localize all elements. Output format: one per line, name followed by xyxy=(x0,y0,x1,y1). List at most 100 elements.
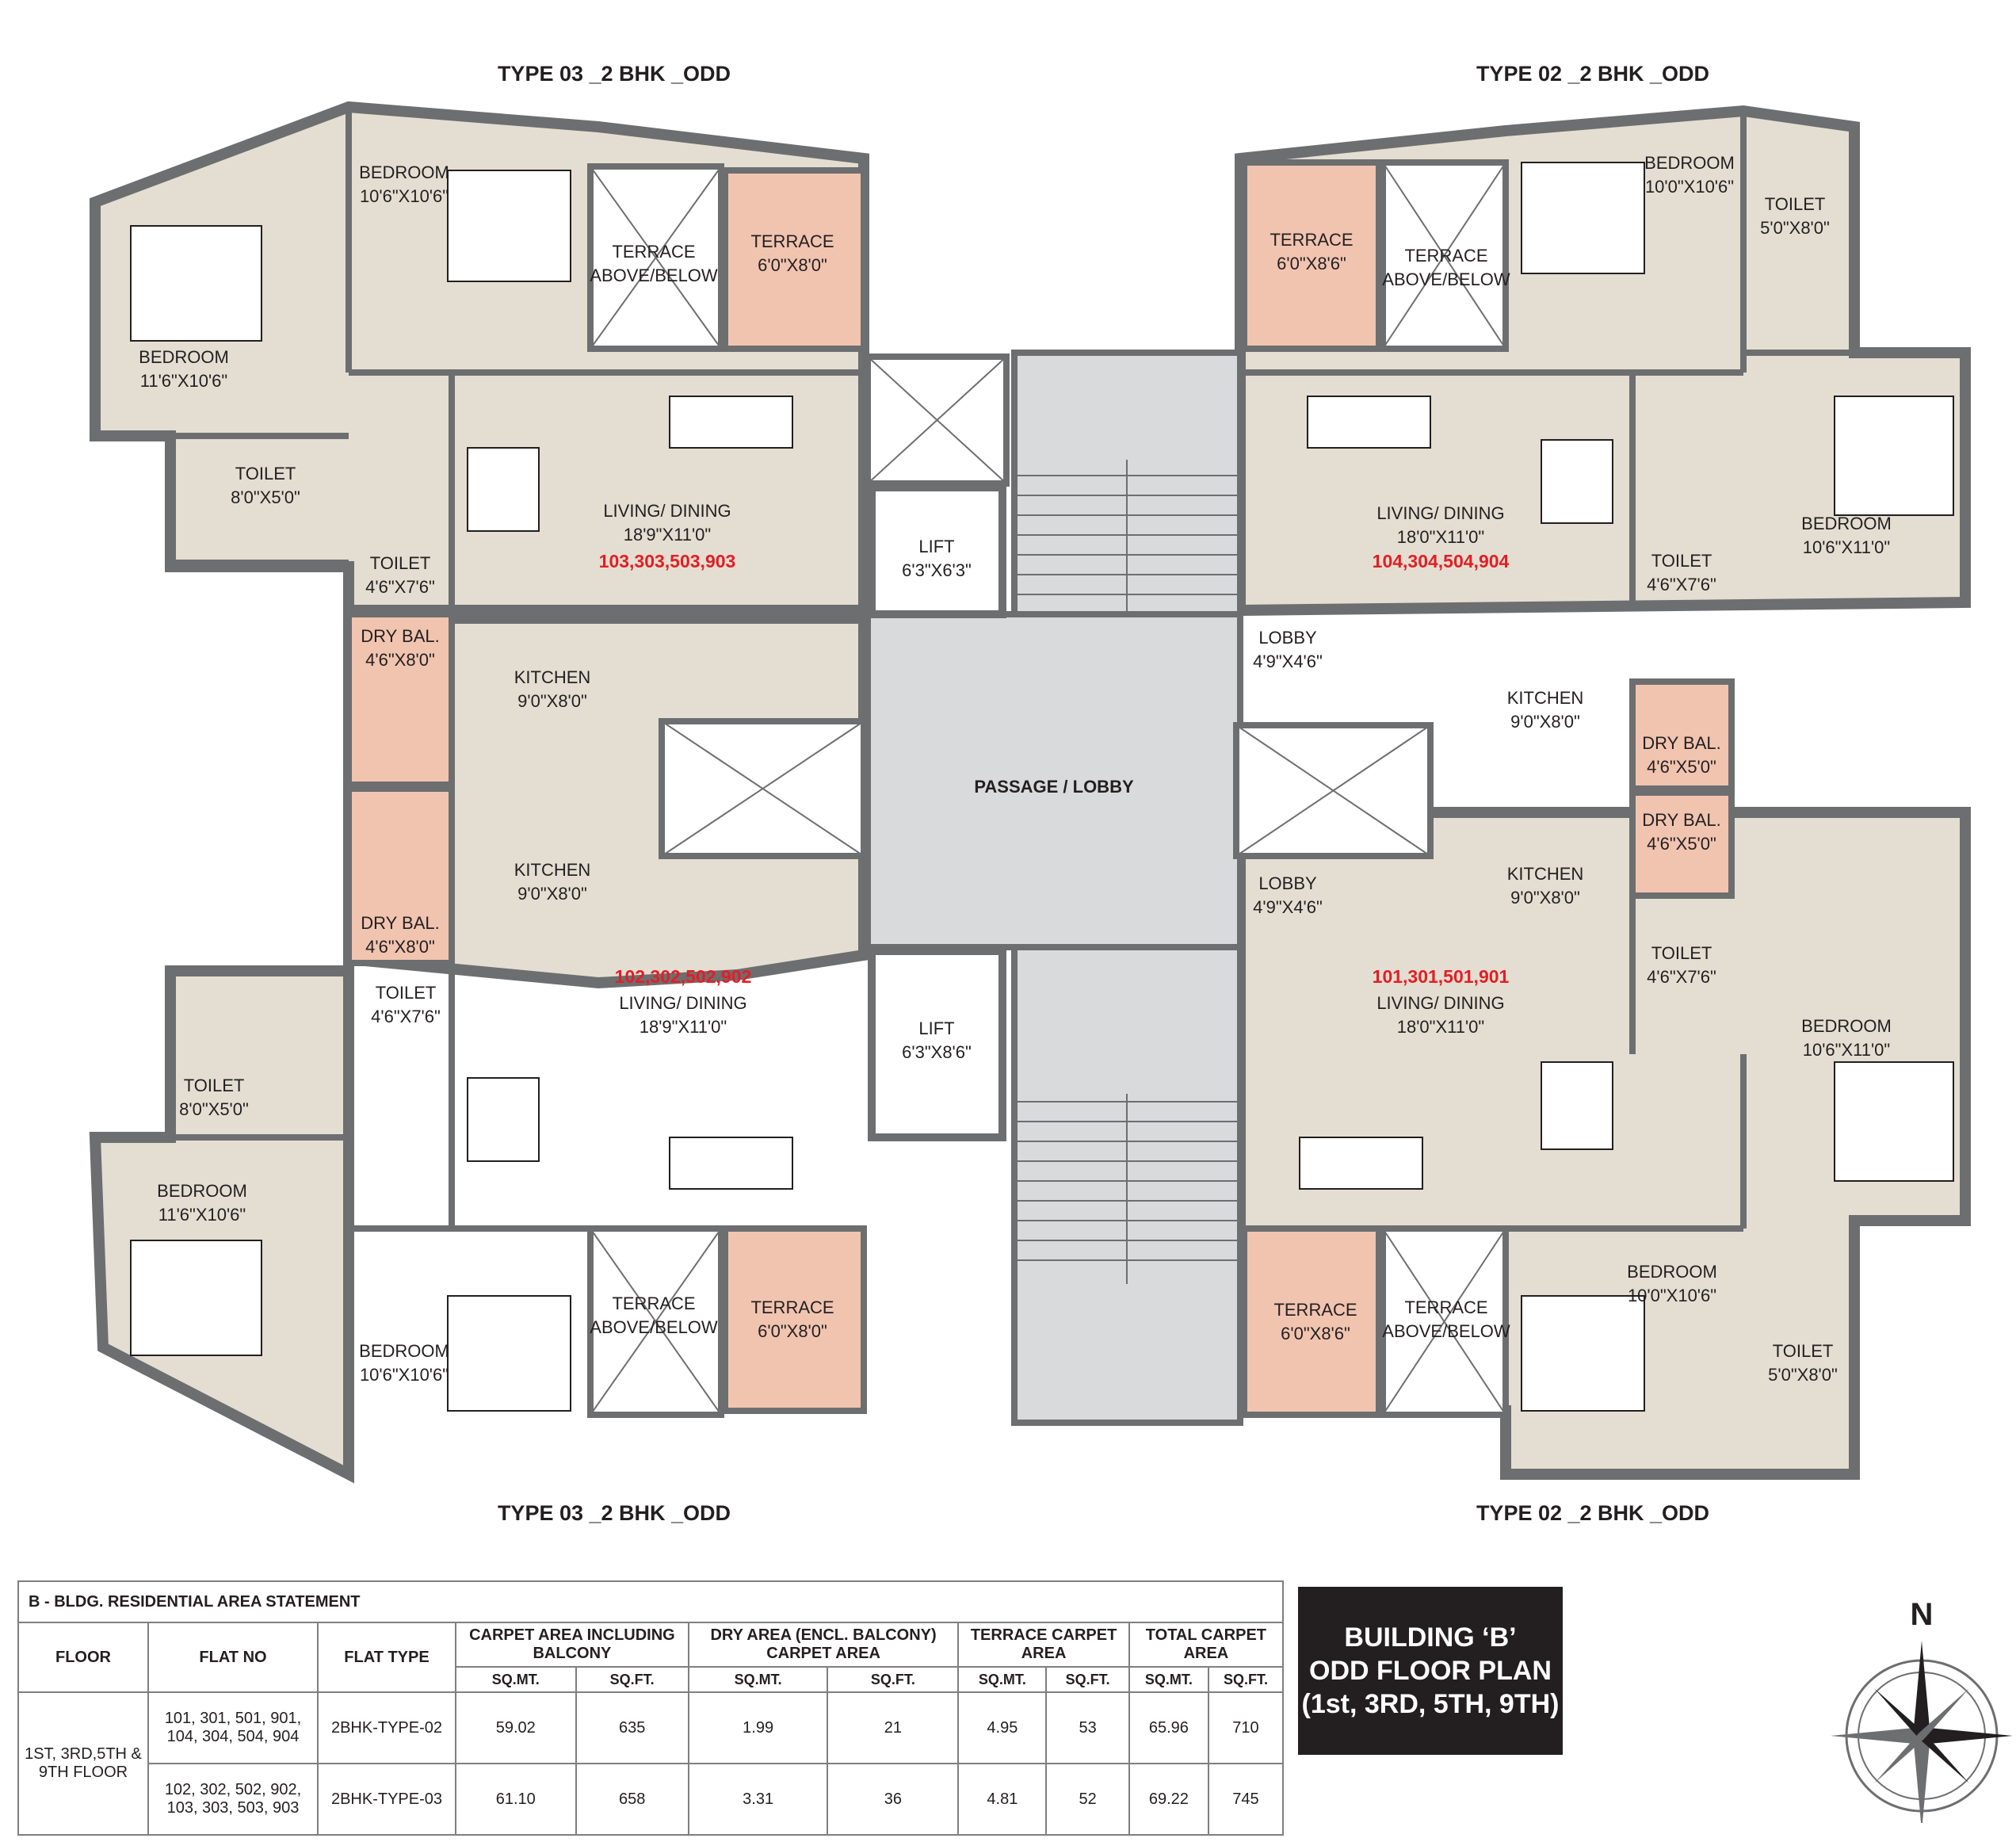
label-tr-bedroom1: BEDROOM xyxy=(1644,153,1735,173)
bed-icon xyxy=(130,225,262,342)
label-bl-terrace-ab-2: ABOVE/BELOW xyxy=(590,1317,718,1337)
dining-table-icon xyxy=(1541,1061,1613,1150)
compass-needle xyxy=(1919,1688,1969,1739)
label-tl-bedroom2: BEDROOM xyxy=(139,347,229,367)
header-total: TOTAL CARPET AREA xyxy=(1128,1622,1285,1668)
table-row: 1ST, 3RD,5TH & 9TH FLOOR 101, 301, 501, … xyxy=(17,1691,1285,1836)
label-bl-kitchen: KITCHEN xyxy=(514,860,591,880)
label-bl-bedroom1: BEDROOM xyxy=(359,1341,449,1361)
label-tl-kitchen-size: 9'0"X8'0" xyxy=(517,691,587,711)
label-br-bedroom1: BEDROOM xyxy=(1627,1262,1717,1282)
terrace-tr xyxy=(1241,159,1382,352)
flat-no-cell: 102, 302, 502, 902,103, 303, 503, 903 xyxy=(147,1763,319,1836)
badge-line-3: (1st, 3RD, 5TH, 9TH) xyxy=(1301,1689,1560,1719)
label-bl-toilet1: TOILET xyxy=(184,1076,245,1095)
label-tr-toilet2: TOILET xyxy=(1651,551,1712,571)
label-br-kitchen: KITCHEN xyxy=(1507,864,1584,884)
flat-no-line: 103, 303, 503, 903 xyxy=(166,1799,300,1817)
label-tr-drybal-size: 4'6"X5'0" xyxy=(1647,757,1716,777)
compass-needle xyxy=(1831,1728,1922,1744)
header-sqft: SQ.FT. xyxy=(827,1666,960,1693)
area-statement-table: B - BLDG. RESIDENTIAL AREA STATEMENT FLO… xyxy=(17,1580,1285,1836)
label-tr-terrace-ab: TERRACE xyxy=(1404,246,1487,266)
drybal-tl xyxy=(346,611,455,788)
label-tl-living-size: 18'9"X11'0" xyxy=(624,525,711,545)
header-sqft: SQ.FT. xyxy=(1207,1666,1285,1693)
header-carpet: CARPET AREA INCLUDING BALCONY xyxy=(455,1622,689,1668)
header-sqmt: SQ.MT. xyxy=(1128,1666,1209,1693)
table-row: 102, 302, 502, 902,103, 303, 503, 903 2B… xyxy=(18,1763,1285,1836)
label-passage: PASSAGE / LOBBY xyxy=(974,777,1134,797)
dining-table-icon xyxy=(467,447,540,532)
total-sqmt-cell: 69.22 xyxy=(1128,1763,1209,1836)
label-br-lobby-size: 4'9"X4'6" xyxy=(1253,897,1323,917)
lift-bottom xyxy=(868,947,1006,1141)
drybal-bl xyxy=(346,785,455,966)
label-br-living-size: 18'0"X11'0" xyxy=(1397,1017,1484,1037)
flat-no-line: 104, 304, 504, 904 xyxy=(166,1728,300,1745)
label-tl-terrace-ab: TERRACE xyxy=(612,242,695,262)
compass-north-label: N xyxy=(1911,1597,1934,1632)
label-tl-living: LIVING/ DINING xyxy=(603,501,731,521)
label-br-toilet2: TOILET xyxy=(1651,943,1712,963)
label-br-flat-numbers: 101,301,501,901 xyxy=(1373,966,1510,987)
flat-no-line: 102, 302, 502, 902, xyxy=(164,1781,302,1798)
flat-type-cell: 2BHK-TYPE-03 xyxy=(317,1763,456,1836)
sofa-icon xyxy=(669,1137,793,1190)
dry-sqmt-cell: 1.99 xyxy=(687,1691,829,1764)
label-bl-bedroom2-size: 11'6"X10'6" xyxy=(158,1205,246,1225)
dry-sqft-cell: 36 xyxy=(827,1763,960,1836)
label-tr-terrace: TERRACE xyxy=(1270,230,1353,250)
compass-needle xyxy=(1874,1733,1924,1783)
compass-rose-icon: N xyxy=(1831,1597,2013,1823)
stair-treads xyxy=(1014,460,1240,1284)
carpet-sqmt-cell: 59.02 xyxy=(455,1691,577,1764)
terrace-sqft-cell: 52 xyxy=(1045,1763,1130,1836)
dining-table-icon xyxy=(1541,439,1613,524)
label-br-bedroom1-size: 10'0"X10'6" xyxy=(1628,1286,1716,1305)
label-tr-kitchen-size: 9'0"X8'0" xyxy=(1510,712,1580,732)
bed-icon xyxy=(130,1240,262,1356)
label-tr-lobby: LOBBY xyxy=(1258,628,1317,648)
floor-cell: 1ST, 3RD,5TH & 9TH FLOOR xyxy=(17,1691,149,1836)
label-tl-terrace: TERRACE xyxy=(750,231,834,251)
label-tl-drybal: DRY BAL. xyxy=(361,626,439,646)
label-bl-bedroom2: BEDROOM xyxy=(157,1181,247,1201)
title-bottom-right: TYPE 02 _2 BHK _ODD xyxy=(1476,1501,1709,1525)
label-tr-lobby-size: 4'9"X4'6" xyxy=(1253,652,1323,671)
compass-needle xyxy=(1914,1641,1930,1736)
dry-sqmt-cell: 3.31 xyxy=(687,1763,829,1836)
compass-needle xyxy=(1922,1728,2013,1744)
label-tr-drybal: DRY BAL. xyxy=(1642,733,1720,753)
table-caption: B - BLDG. RESIDENTIAL AREA STATEMENT xyxy=(17,1580,1284,1623)
label-br-toilet2-size: 4'6"X7'6" xyxy=(1647,967,1716,987)
label-bl-terrace-ab: TERRACE xyxy=(612,1294,695,1313)
label-lift2-size: 6'3"X8'6" xyxy=(902,1042,972,1062)
label-tl-toilet1-size: 8'0"X5'0" xyxy=(231,487,300,507)
total-sqft-cell: 745 xyxy=(1207,1763,1285,1836)
label-br-kitchen-size: 9'0"X8'0" xyxy=(1510,888,1580,908)
room-labels: BEDROOM 10'6"X10'6" BEDROOM 11'6"X10'6" … xyxy=(139,153,1892,1385)
area-statement: B - BLDG. RESIDENTIAL AREA STATEMENT FLO… xyxy=(17,1580,1285,1842)
header-floor: FLOOR xyxy=(17,1622,149,1693)
header-terrace: TERRACE CARPET AREA xyxy=(957,1622,1130,1668)
label-tl-terrace-ab-2: ABOVE/BELOW xyxy=(590,266,718,285)
terrace-sqft-cell: 53 xyxy=(1045,1691,1130,1764)
label-bl-kitchen-size: 9'0"X8'0" xyxy=(517,884,587,904)
label-bl-living: LIVING/ DINING xyxy=(619,993,746,1013)
label-br-toilet1: TOILET xyxy=(1773,1341,1834,1361)
terrace-tl xyxy=(722,167,867,352)
label-bl-toilet1-size: 8'0"X5'0" xyxy=(179,1099,249,1119)
bed-icon xyxy=(1834,1061,1954,1182)
label-tl-terrace-size: 6'0"X8'0" xyxy=(758,255,827,275)
label-bl-toilet2-size: 4'6"X7'6" xyxy=(371,1007,441,1026)
drybal-tr xyxy=(1629,678,1735,792)
dining-table-icon xyxy=(467,1077,540,1162)
lift-top xyxy=(868,483,1006,618)
carpet-sqmt-cell: 61.10 xyxy=(455,1763,577,1836)
header-sqmt: SQ.MT. xyxy=(455,1666,577,1693)
header-sqmt: SQ.MT. xyxy=(957,1666,1048,1693)
header-flat-no: FLAT NO xyxy=(147,1622,319,1693)
total-sqft-cell: 710 xyxy=(1207,1691,1285,1764)
compass-needle xyxy=(1914,1736,1930,1823)
